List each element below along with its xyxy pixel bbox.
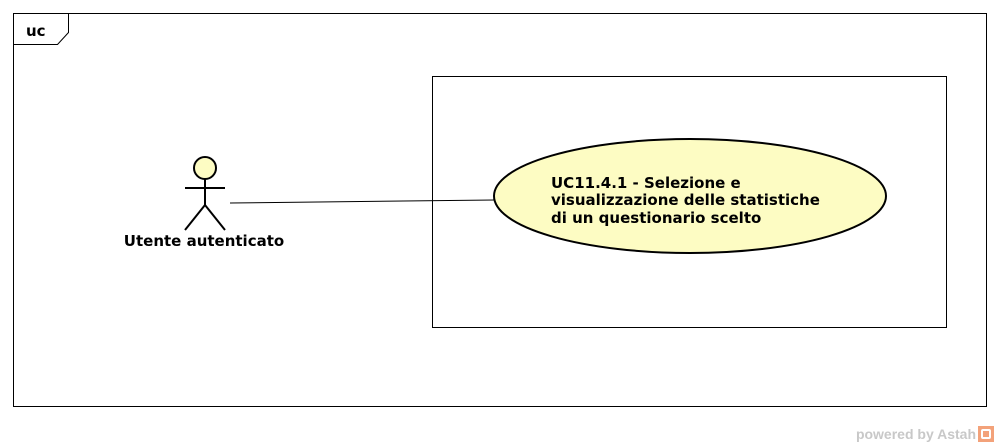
association-line bbox=[229, 199, 495, 204]
actor-right-leg bbox=[204, 204, 226, 231]
use-case-line-3: di un questionario scelto bbox=[551, 209, 761, 227]
actor-figure bbox=[184, 156, 226, 231]
frame-tag bbox=[13, 13, 69, 45]
frame-tag-label: uc bbox=[26, 22, 46, 40]
watermark-text: powered by Astah bbox=[855, 426, 976, 442]
use-case-line-1: UC11.4.1 - Selezione e bbox=[551, 174, 741, 192]
use-case-ellipse bbox=[493, 138, 887, 254]
use-case-line-2: visualizzazione delle statistiche bbox=[551, 191, 820, 209]
actor-head bbox=[193, 156, 217, 180]
actor-name: Utente autenticato bbox=[124, 232, 284, 250]
astah-logo-icon bbox=[978, 426, 994, 442]
astah-watermark: powered by Astah bbox=[856, 426, 994, 442]
actor-left-leg bbox=[184, 204, 206, 231]
